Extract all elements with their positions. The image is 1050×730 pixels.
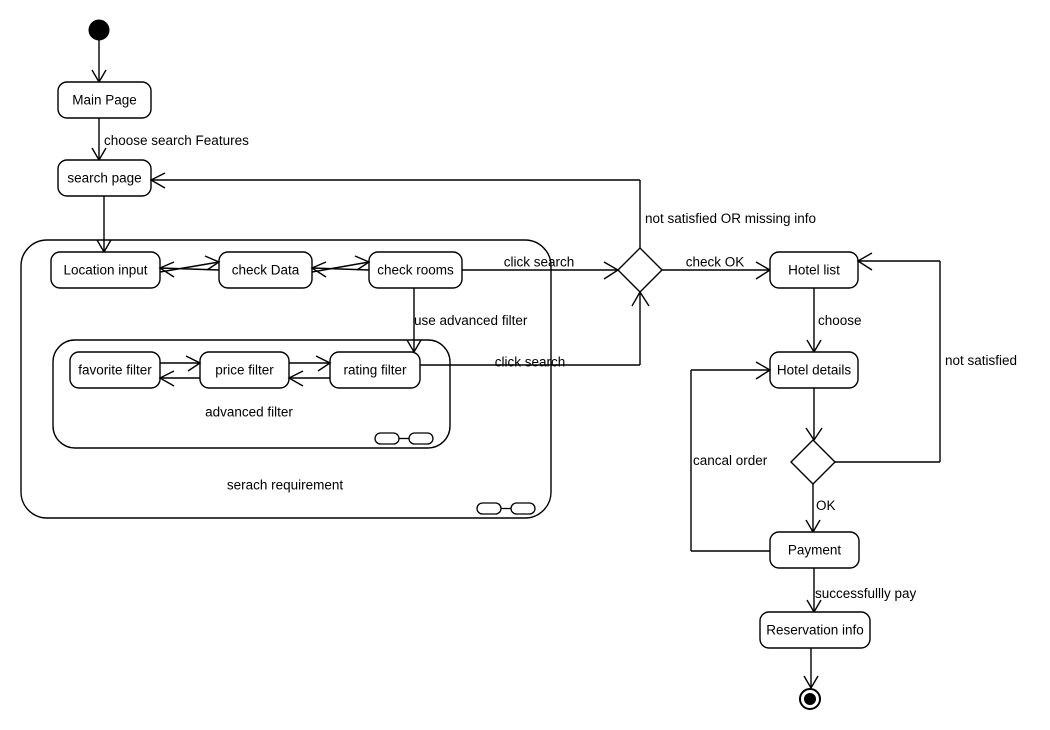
decision-order[interactable] [790,439,836,485]
edge-price-to-favorite-filter [158,370,200,387]
edge-decision-order-to-payment [805,484,821,534]
edge-payment-to-hotel-details [690,361,772,552]
edge-reservation-info-to-final [803,648,819,690]
node-search-page[interactable] [57,159,152,197]
edge-check-rooms-to-decision [462,261,620,280]
edge-payment-to-reservation-info [806,568,822,614]
edge-check-rooms-to-advanced-filter [406,288,422,354]
node-location-input[interactable] [50,251,161,289]
edge-check-rooms-to-check-data [310,261,370,278]
node-price-filter[interactable] [199,351,290,389]
edge-favorite-to-price-filter [160,355,202,372]
node-rating-filter[interactable] [329,351,421,389]
edge-main-page-to-search-page [91,118,107,162]
node-main-page[interactable] [57,81,152,119]
node-check-data[interactable] [218,251,313,289]
region-search-requirement [20,239,552,519]
node-favorite-filter[interactable] [69,351,161,389]
node-hotel-list[interactable] [769,251,859,289]
composite-state-icon-search-requirement [476,502,536,515]
initial-node [88,19,110,41]
edge-decision-order-to-hotel-list [835,252,941,463]
edge-hotel-details-to-decision-order [805,388,823,442]
edge-initial-to-main-page [91,40,107,84]
edge-decision-to-hotel-list [662,261,772,280]
edge-decision-to-search-page [149,172,641,248]
edge-location-input-to-check-data [159,255,221,273]
decision-search[interactable] [617,247,663,293]
node-reservation-info[interactable] [759,611,871,649]
node-check-rooms[interactable] [368,251,463,289]
edge-hotel-list-to-hotel-details [806,288,822,354]
edge-check-data-to-location-input [158,261,220,278]
region-advanced-filter [52,339,451,449]
node-payment[interactable] [769,531,860,569]
final-node [799,688,821,710]
edge-check-data-to-check-rooms [311,255,371,273]
edge-search-page-to-search-requirement [96,196,112,254]
edge-rating-filter-to-decision [420,290,650,366]
edge-price-to-rating-filter [289,355,332,372]
node-hotel-details[interactable] [769,351,859,389]
edge-rating-to-price-filter [287,370,330,387]
composite-state-icon-advanced-filter [374,432,434,445]
